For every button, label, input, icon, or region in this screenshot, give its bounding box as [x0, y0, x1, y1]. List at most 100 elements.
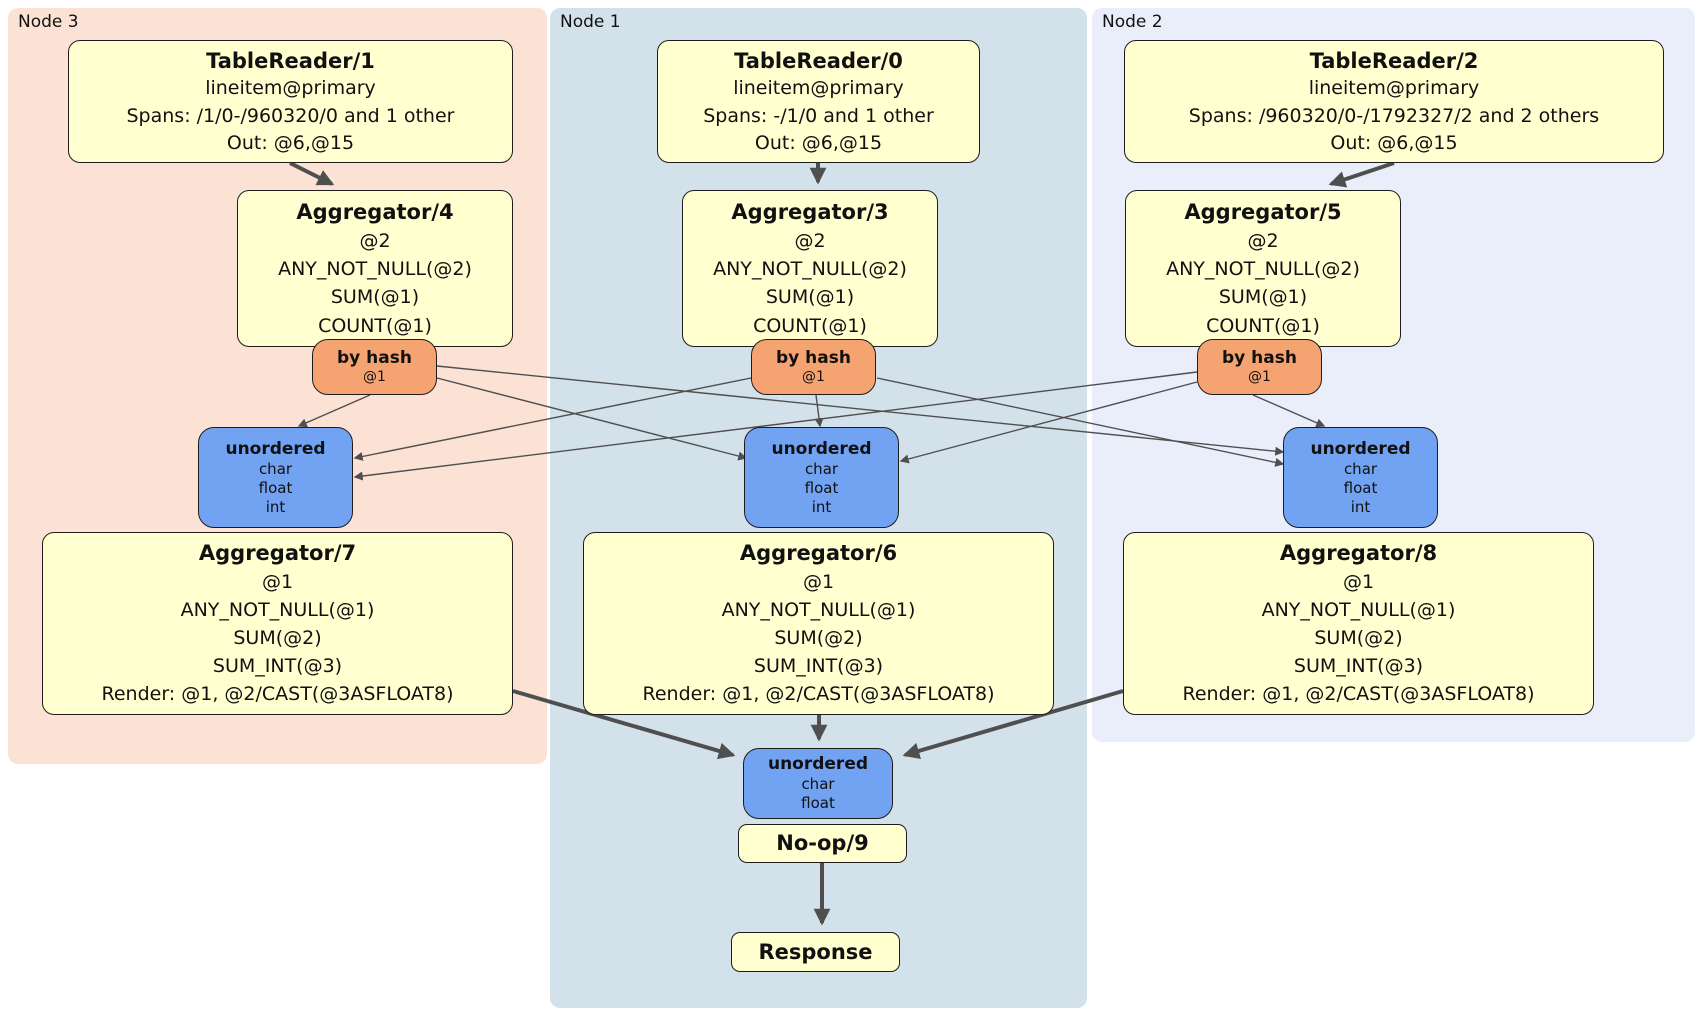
- aggregator3-title: Aggregator/3: [731, 199, 889, 224]
- tablereader2-spans: Spans: /960320/0-/1792327/2 and 2 others: [1188, 104, 1600, 127]
- edge-router-right-to-sync-mid: [899, 381, 1198, 464]
- edge-router-mid-to-sync-right: [876, 377, 1285, 467]
- tablereader0-out: Out: @6,@15: [754, 131, 883, 154]
- edge-router-right-to-sync-right: [1252, 394, 1326, 428]
- tablereader1-spans: Spans: /1/0-/960320/0 and 1 other: [126, 104, 455, 127]
- hash-router-right: by hash @1: [1197, 339, 1322, 395]
- node3-region-label: Node 3: [18, 12, 79, 32]
- aggregator7-fn3: SUM_INT(@3): [212, 654, 343, 677]
- hash-router-mid-key: @1: [802, 368, 825, 385]
- aggregator5-group: @2: [1247, 229, 1279, 252]
- aggregator3-box: Aggregator/3 @2 ANY_NOT_NULL(@2) SUM(@1)…: [682, 190, 938, 347]
- tablereader2-index: lineitem@primary: [1308, 77, 1480, 100]
- edge-tablereader2-to-aggregator5: [1328, 161, 1395, 188]
- edge-aggregator7-to-final-sync: [512, 689, 736, 760]
- aggregator7-group: @1: [261, 570, 294, 593]
- sync-left-col-int: int: [265, 497, 286, 516]
- aggregator3-fn1: ANY_NOT_NULL(@2): [713, 257, 907, 280]
- edge-tablereader1-to-aggregator4: [289, 161, 335, 186]
- aggregator3-fn3: COUNT(@1): [753, 314, 867, 337]
- aggregator6-fn1: ANY_NOT_NULL(@1): [721, 598, 916, 621]
- sync-left-col-char: char: [258, 460, 293, 478]
- aggregator8-render: Render: @1, @2/CAST(@3ASFLOAT8): [1182, 682, 1535, 705]
- tablereader2-box: TableReader/2 lineitem@primary Spans: /9…: [1124, 40, 1664, 163]
- aggregator3-group: @2: [794, 229, 826, 252]
- edge-router-left-to-sync-mid: [436, 377, 748, 461]
- node2-region-label: Node 2: [1102, 12, 1163, 32]
- aggregator7-fn1: ANY_NOT_NULL(@1): [180, 598, 375, 621]
- tablereader0-title: TableReader/0: [734, 48, 903, 73]
- noop-title: No-op/9: [776, 831, 869, 856]
- unordered-sync-right: unordered char float int: [1283, 427, 1438, 528]
- sync-mid-col-char: char: [804, 460, 839, 478]
- sync-final-col-float: float: [801, 794, 835, 813]
- tablereader0-box: TableReader/0 lineitem@primary Spans: -/…: [657, 40, 980, 163]
- aggregator5-fn3: COUNT(@1): [1206, 314, 1320, 337]
- unordered-sync-left: unordered char float int: [198, 427, 353, 528]
- aggregator4-fn2: SUM(@1): [330, 286, 420, 309]
- edge-router-right-to-sync-left: [353, 371, 1198, 481]
- aggregator6-fn2: SUM(@2): [774, 626, 863, 649]
- aggregator8-title: Aggregator/8: [1279, 541, 1438, 566]
- response-box: Response: [731, 932, 900, 972]
- noop-box: No-op/9: [738, 824, 907, 863]
- response-title: Response: [758, 939, 873, 964]
- aggregator8-box: Aggregator/8 @1 ANY_NOT_NULL(@1) SUM(@2)…: [1123, 532, 1594, 715]
- edge-router-mid-to-sync-left: [353, 377, 752, 461]
- aggregator3-fn2: SUM(@1): [765, 286, 855, 309]
- aggregator6-title: Aggregator/6: [739, 541, 898, 566]
- aggregator8-fn1: ANY_NOT_NULL(@1): [1261, 598, 1456, 621]
- aggregator4-group: @2: [359, 229, 391, 252]
- aggregator5-title: Aggregator/5: [1184, 199, 1342, 224]
- tablereader0-index: lineitem@primary: [733, 77, 904, 100]
- aggregator8-fn3: SUM_INT(@3): [1293, 654, 1424, 677]
- aggregator6-box: Aggregator/6 @1 ANY_NOT_NULL(@1) SUM(@2)…: [583, 532, 1054, 715]
- hash-router-left-key: @1: [363, 368, 386, 385]
- aggregator4-fn1: ANY_NOT_NULL(@2): [278, 257, 472, 280]
- aggregator5-box: Aggregator/5 @2 ANY_NOT_NULL(@2) SUM(@1)…: [1125, 190, 1401, 347]
- edge-router-left-to-sync-right: [436, 365, 1285, 456]
- sync-mid-col-float: float: [804, 478, 839, 497]
- sync-mid-col-int: int: [811, 497, 832, 516]
- hash-router-mid: by hash @1: [751, 339, 876, 395]
- aggregator6-fn3: SUM_INT(@3): [753, 654, 884, 677]
- aggregator4-title: Aggregator/4: [296, 199, 454, 224]
- sync-left-col-float: float: [258, 478, 293, 497]
- unordered-sync-right-title: unordered: [1310, 438, 1411, 459]
- aggregator8-fn2: SUM(@2): [1314, 626, 1403, 649]
- tablereader1-title: TableReader/1: [206, 48, 375, 73]
- tablereader1-out: Out: @6,@15: [226, 131, 355, 154]
- tablereader1-box: TableReader/1 lineitem@primary Spans: /1…: [68, 40, 513, 163]
- sync-right-col-int: int: [1350, 497, 1371, 516]
- aggregator7-render: Render: @1, @2/CAST(@3ASFLOAT8): [101, 682, 454, 705]
- aggregator6-render: Render: @1, @2/CAST(@3ASFLOAT8): [642, 682, 995, 705]
- sync-right-col-float: float: [1343, 478, 1378, 497]
- unordered-sync-final: unordered char float: [743, 748, 893, 819]
- hash-router-right-title: by hash: [1222, 347, 1297, 368]
- aggregator4-box: Aggregator/4 @2 ANY_NOT_NULL(@2) SUM(@1)…: [237, 190, 513, 347]
- unordered-sync-mid: unordered char float int: [744, 427, 899, 528]
- aggregator5-fn2: SUM(@1): [1218, 286, 1308, 309]
- tablereader1-index: lineitem@primary: [205, 77, 376, 100]
- tablereader2-title: TableReader/2: [1309, 48, 1479, 73]
- hash-router-right-key: @1: [1248, 368, 1271, 385]
- unordered-sync-final-title: unordered: [767, 754, 869, 775]
- hash-router-left: by hash @1: [312, 339, 437, 395]
- edge-aggregator8-to-final-sync: [902, 689, 1124, 760]
- unordered-sync-mid-title: unordered: [771, 438, 872, 459]
- aggregator7-title: Aggregator/7: [198, 541, 357, 566]
- unordered-sync-left-title: unordered: [225, 438, 326, 459]
- edge-router-mid-to-sync-mid: [814, 394, 824, 428]
- tablereader2-out: Out: @6,@15: [1330, 131, 1458, 154]
- hash-router-mid-title: by hash: [776, 347, 851, 368]
- aggregator5-fn1: ANY_NOT_NULL(@2): [1166, 257, 1360, 280]
- aggregator7-box: Aggregator/7 @1 ANY_NOT_NULL(@1) SUM(@2)…: [42, 532, 513, 715]
- node1-region-label: Node 1: [560, 12, 621, 32]
- hash-router-left-title: by hash: [337, 347, 412, 368]
- aggregator7-fn2: SUM(@2): [233, 626, 322, 649]
- sync-final-col-char: char: [801, 775, 835, 794]
- tablereader0-spans: Spans: -/1/0 and 1 other: [703, 104, 934, 127]
- edge-router-left-to-sync-left: [297, 394, 371, 428]
